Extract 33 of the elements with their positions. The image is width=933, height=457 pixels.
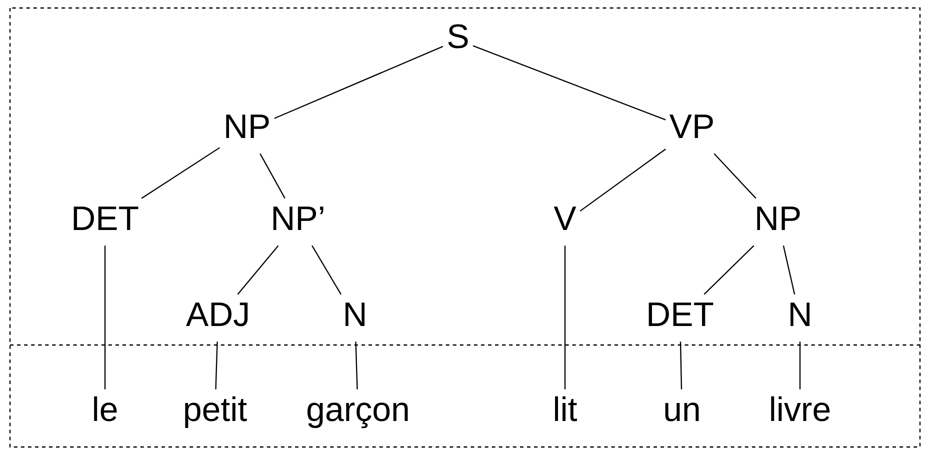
category-label: NP’ [273, 206, 324, 230]
word: le [94, 396, 117, 422]
tree-branch [680, 342, 682, 390]
category-label: ADJ [186, 302, 248, 326]
tree-branch [782, 246, 796, 294]
tree-branch [274, 46, 444, 119]
tree-branch [215, 342, 218, 390]
word: lit [555, 396, 577, 422]
tree-branch [260, 153, 286, 199]
category-label: N [790, 302, 810, 326]
tree-branch [564, 246, 566, 390]
category-label: N [346, 302, 364, 326]
category-label: DET [74, 206, 138, 230]
word: petit [185, 396, 247, 428]
tree-branch [141, 147, 220, 199]
category-label: VP [669, 114, 713, 138]
category-label: NP [757, 206, 800, 230]
tree-branch [799, 342, 801, 390]
category-label: V [554, 206, 576, 230]
tree-branch [104, 246, 106, 390]
tree-branch [312, 245, 342, 295]
tree-branch [237, 245, 279, 295]
word: garçon [308, 402, 408, 428]
category-label: NP [226, 114, 269, 138]
tree-branch [704, 245, 754, 295]
category-label: S [448, 24, 468, 48]
tree-branch [472, 45, 666, 120]
word: un [665, 402, 699, 422]
tree-branch [714, 153, 756, 199]
tree-branch [355, 342, 358, 390]
tree-branch [580, 148, 666, 212]
category-label: DET [648, 302, 714, 326]
word: livre [771, 396, 830, 422]
